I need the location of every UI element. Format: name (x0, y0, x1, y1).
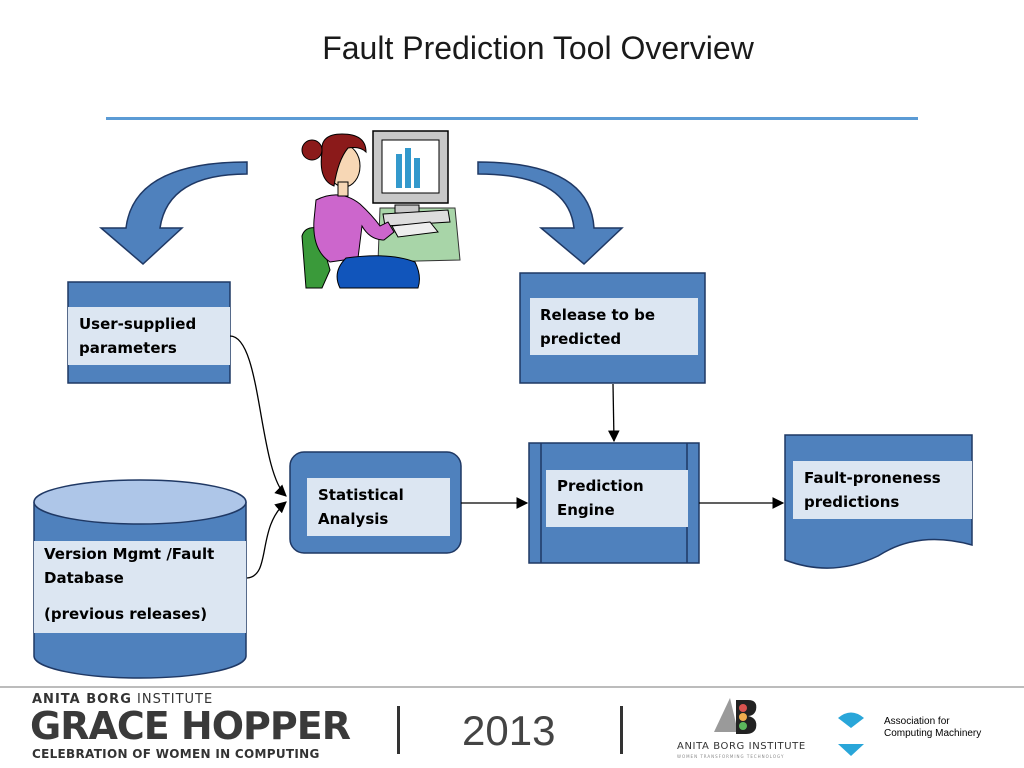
statistical-analysis-box (289, 451, 462, 554)
statistical-line-2: Analysis (318, 510, 389, 528)
prediction-engine-label: Prediction Engine (557, 474, 644, 522)
statistical-analysis-label: Statistical Analysis (318, 483, 404, 531)
database-line-1: Version Mgmt /Fault (44, 545, 215, 563)
release-label: Release to be predicted (540, 303, 655, 351)
anita-borg-logo-text: ANITA BORG INSTITUTE (677, 741, 806, 752)
woman-at-computer-icon (301, 130, 461, 289)
connector-release-to-engine (607, 383, 620, 443)
prediction-line-2: Engine (557, 501, 615, 519)
anita-borg-tagline: WOMEN TRANSFORMING TECHNOLOGY (677, 754, 785, 759)
grace-hopper-title: GRACE HOPPER (30, 704, 351, 748)
anita-borg-institute-header: ANITA BORG INSTITUTE (32, 692, 213, 707)
database-line-2: Database (44, 569, 124, 587)
release-line-1: Release to be (540, 306, 656, 324)
footer-year: 2013 (462, 707, 556, 754)
footer-separator-left (397, 706, 400, 754)
database-label: Version Mgmt /Fault Database (previous r… (44, 542, 214, 626)
release-box (519, 272, 706, 384)
connector-database-to-analysis (246, 501, 287, 579)
anita-borg-logo-icon (714, 698, 757, 734)
acm-text: Association for Computing Machinery (884, 716, 981, 740)
acm-line-1: Association for (884, 716, 950, 727)
output-document (784, 434, 973, 569)
page-title: Fault Prediction Tool Overview (322, 30, 754, 66)
database-cylinder (33, 479, 247, 679)
release-line-2: predicted (540, 330, 622, 348)
curved-arrow-left-icon (98, 161, 248, 266)
org-top-rest: INSTITUTE (131, 692, 214, 707)
curved-arrow-right-icon (477, 161, 624, 266)
statistical-line-1: Statistical (318, 486, 404, 504)
database-note: (previous releases) (44, 605, 208, 623)
acm-logo-icon (838, 712, 864, 756)
connector-params-to-analysis (229, 335, 287, 497)
grace-hopper-subtitle: CELEBRATION OF WOMEN IN COMPUTING (32, 747, 320, 761)
acm-line-2: Computing Machinery (884, 728, 982, 739)
footer-separator-right (620, 706, 623, 754)
output-line-2: predictions (804, 493, 900, 511)
flow-diagram (33, 130, 973, 679)
prediction-line-1: Prediction (557, 477, 644, 495)
prediction-engine-box (528, 442, 700, 564)
user-parameters-line-1: User-supplied (79, 315, 197, 333)
output-line-1: Fault-proneness (804, 469, 941, 487)
org-top-bold: ANITA BORG (32, 692, 132, 707)
user-parameters-label: User-supplied parameters (79, 312, 196, 360)
title-underline (106, 117, 918, 120)
user-parameters-line-2: parameters (79, 339, 177, 357)
footer-divider (0, 686, 1024, 688)
output-label: Fault-proneness predictions (804, 466, 941, 514)
user-parameters-box (67, 281, 231, 384)
